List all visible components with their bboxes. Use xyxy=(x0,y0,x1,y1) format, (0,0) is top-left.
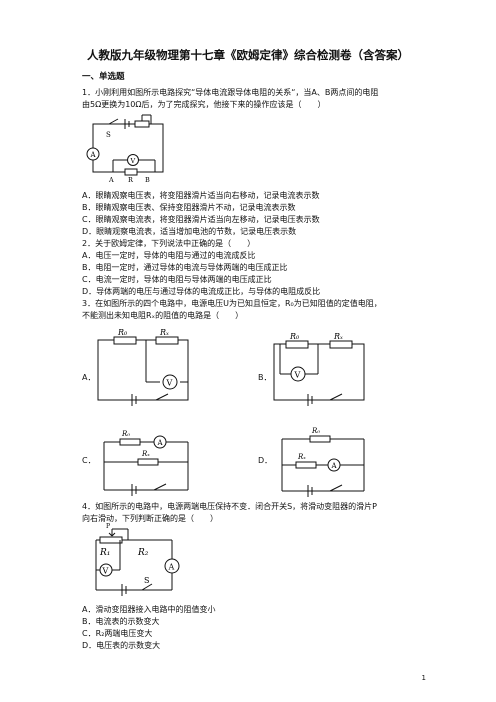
document-title: 人教版九年级物理第十七章《欧姆定律》综合检测卷（含答案） xyxy=(87,48,409,62)
q4-option-a: A．滑动变阻器接入电路中的阻值变小 xyxy=(82,605,216,614)
q3-circuit-d: R₀ Rₓ A xyxy=(281,427,365,497)
q3-option-a-letter: A． xyxy=(82,373,96,382)
section-heading: 一、单选题 xyxy=(82,72,125,82)
q3-option-c-letter: C． xyxy=(82,456,96,465)
q3d-label-rx: Rₓ xyxy=(297,453,306,461)
q3d-label-ammeter: A xyxy=(331,462,338,470)
q1-option-d: D．眼睛观察电流表，适当增加电池的节数，记录电压表示数 xyxy=(82,227,297,236)
q1-option-b: B．眼睛观察电压表、保持变阻器滑片不动，记录电流表示数 xyxy=(82,203,296,212)
q1-circuit-diagram: S A V A R B xyxy=(86,114,164,184)
q1-stem-line1: 1．小刚利用如图所示电路探究“导体电流跟导体电阻的关系“，当A、B两点间的电阻 xyxy=(82,88,379,97)
q1-label-voltmeter: V xyxy=(130,157,136,165)
q1-label-point-b: B xyxy=(145,176,150,184)
q3b-label-rx: Rₓ xyxy=(333,332,343,341)
q1-stem-line2: 由5Ω更换为10Ω后，为了完成探究，他接下来的操作应该是（ ） xyxy=(82,100,326,109)
q3-stem-line1: 3．在如图所示的四个电路中，电源电压U为已知且恒定，R₀为已知阻值的定值电阻， xyxy=(82,299,382,308)
q3-circuit-c: R₀ A Rₓ xyxy=(103,430,189,496)
q3d-label-r0: R₀ xyxy=(311,427,320,435)
q3-option-b-letter: B． xyxy=(258,373,272,382)
q3-option-d-letter: D． xyxy=(258,456,273,465)
q4-label-voltmeter: V xyxy=(102,567,109,576)
q4-label-ammeter: A xyxy=(168,563,175,572)
q2-option-b: B．电阻一定时，通过导体的电流与导体两端的电压成正比 xyxy=(82,263,288,272)
q3a-label-voltmeter: V xyxy=(166,379,173,388)
q3a-label-r0: R₀ xyxy=(117,328,128,337)
q4-label-r1: R₁ xyxy=(99,548,110,558)
q4-circuit-diagram: P R₁ R₂ V A S xyxy=(95,523,180,596)
q1-label-r: R xyxy=(128,176,134,184)
q3-stem-line2: 不能测出未知电阻Rₓ的阻值的电路是（ ） xyxy=(82,311,244,320)
q4-stem-line2: 向右滑动，下列判断正确的是（ ） xyxy=(82,514,218,523)
q3b-label-voltmeter: V xyxy=(294,371,301,380)
q4-stem-line1: 4．如图所示的电路中，电源两端电压保持不变．闭合开关S，将滑动变阻器的滑片P xyxy=(82,502,377,511)
page-number: 1 xyxy=(421,674,426,682)
q1-label-point-a: A xyxy=(108,176,114,184)
q3c-label-rx: Rₓ xyxy=(141,450,150,458)
q1-option-c: C．眼睛观察电流表，将变阻器滑片适当向左移动，记录电压表示数 xyxy=(82,215,320,224)
q1-option-a: A．眼睛观察电压表，将变阻器滑片适当向右移动，记录电流表示数 xyxy=(82,191,320,200)
q4-label-p: P xyxy=(106,523,110,530)
q3c-label-ammeter: A xyxy=(157,439,164,447)
q4-option-d: D．电压表的示数变大 xyxy=(82,641,161,650)
q4-label-s: S xyxy=(144,576,149,585)
q3a-label-rx: Rₓ xyxy=(159,328,169,337)
q3-circuit-b: R₀ Rₓ V xyxy=(273,332,365,406)
q4-label-r2: R₂ xyxy=(137,548,149,558)
q4-option-c: C．R₂两端电压变大 xyxy=(82,629,153,638)
q2-option-a: A．电压一定时，导体的电阻与通过的电流成反比 xyxy=(82,251,256,260)
q3-circuit-a: R₀ Rₓ V xyxy=(97,328,189,406)
q1-label-s: S xyxy=(106,131,111,139)
q2-option-d: D．导体两端的电压与通过导体的电流成正比，与导体的电阻成反比 xyxy=(82,287,321,296)
q3b-label-r0: R₀ xyxy=(289,332,300,341)
q2-option-c: C．电流一定时，导体的电阻与导体两端的电压成正比 xyxy=(82,275,272,284)
q3c-label-r0: R₀ xyxy=(121,430,130,438)
q4-option-b: B．电流表的示数变大 xyxy=(82,617,160,626)
q2-stem: 2．关于欧姆定律，下列说法中正确的是（ ） xyxy=(82,239,256,248)
q1-label-ammeter: A xyxy=(90,151,97,159)
